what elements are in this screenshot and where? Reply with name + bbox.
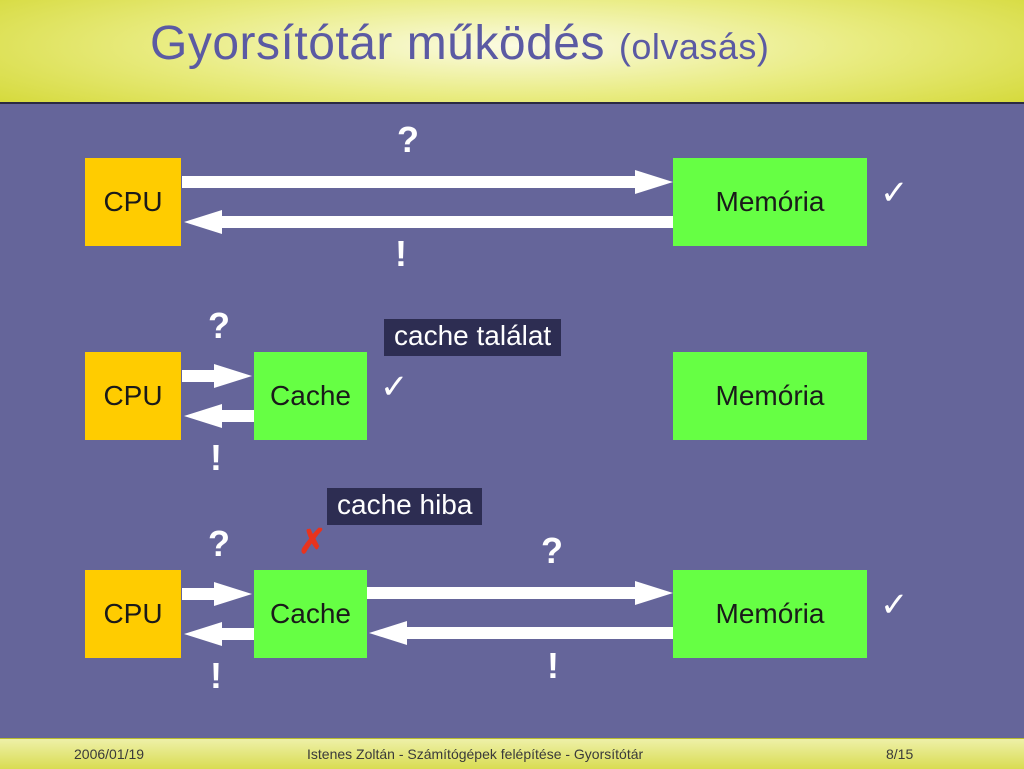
row2-memory-box: Memória bbox=[673, 352, 867, 440]
row2-request-arrow bbox=[182, 364, 252, 388]
row3-memory-check-icon: ✓ bbox=[880, 586, 909, 624]
cache-hit-label: cache találat bbox=[384, 319, 562, 356]
title-main: Gyorsítótár működés bbox=[150, 17, 605, 70]
row3-cache-miss-cross-icon: ✗ bbox=[298, 523, 327, 561]
row3-request-arrow-mem bbox=[367, 581, 673, 605]
row1-cpu-box: CPU bbox=[85, 158, 181, 246]
row2-cpu-label: CPU bbox=[103, 380, 163, 411]
row3-cache-box: Cache bbox=[254, 570, 367, 658]
row2-cache-label: Cache bbox=[270, 380, 351, 411]
footer-page-number: 8/15 bbox=[886, 746, 914, 762]
row1-memory-box: Memória bbox=[673, 158, 867, 246]
footer-center-text: Istenes Zoltán - Számítógépek felépítése… bbox=[307, 746, 644, 762]
row2-cpu-box: CPU bbox=[85, 352, 181, 440]
row2-cache-box: Cache bbox=[254, 352, 367, 440]
slide-footer: 2006/01/19 Istenes Zoltán - Számítógépek… bbox=[0, 738, 1024, 769]
row3-memory-label: Memória bbox=[715, 598, 825, 629]
row3-question-mark-mem: ? bbox=[541, 530, 563, 571]
row3-cpu-box: CPU bbox=[85, 570, 181, 658]
row3-exclamation-mark-mem: ! bbox=[547, 645, 559, 686]
title-sub: (olvasás) bbox=[618, 26, 770, 67]
row3-request-arrow-cpu bbox=[182, 582, 252, 606]
row2-cache-check-icon: ✓ bbox=[380, 368, 409, 406]
row1-exclamation-mark: ! bbox=[395, 233, 407, 274]
row3-memory-box: Memória bbox=[673, 570, 867, 658]
slide-header: Gyorsítótár működés (olvasás) bbox=[0, 0, 1024, 104]
row1-cpu-label: CPU bbox=[103, 186, 163, 217]
footer-date: 2006/01/19 bbox=[74, 746, 145, 762]
row1-question-mark: ? bbox=[397, 119, 419, 160]
row3-exclamation-mark-cpu: ! bbox=[210, 655, 222, 696]
row1-response-arrow bbox=[184, 210, 673, 234]
row2-question-mark: ? bbox=[208, 305, 230, 346]
row2-exclamation-mark: ! bbox=[210, 437, 222, 478]
row1-memory-check-icon: ✓ bbox=[880, 174, 909, 212]
row3-question-mark-cpu: ? bbox=[208, 523, 230, 564]
row3-cache-label: Cache bbox=[270, 598, 351, 629]
row2-memory-label: Memória bbox=[715, 380, 825, 411]
row3-response-arrow-mem bbox=[369, 621, 673, 645]
row2-response-arrow bbox=[184, 404, 254, 428]
row1-request-arrow bbox=[182, 170, 673, 194]
slide-title: Gyorsítótár működés (olvasás) bbox=[150, 16, 769, 71]
row3-response-arrow-cpu bbox=[184, 622, 254, 646]
row1-memory-label: Memória bbox=[715, 186, 825, 217]
row3-cpu-label: CPU bbox=[103, 598, 163, 629]
cache-miss-label: cache hiba bbox=[327, 488, 483, 525]
